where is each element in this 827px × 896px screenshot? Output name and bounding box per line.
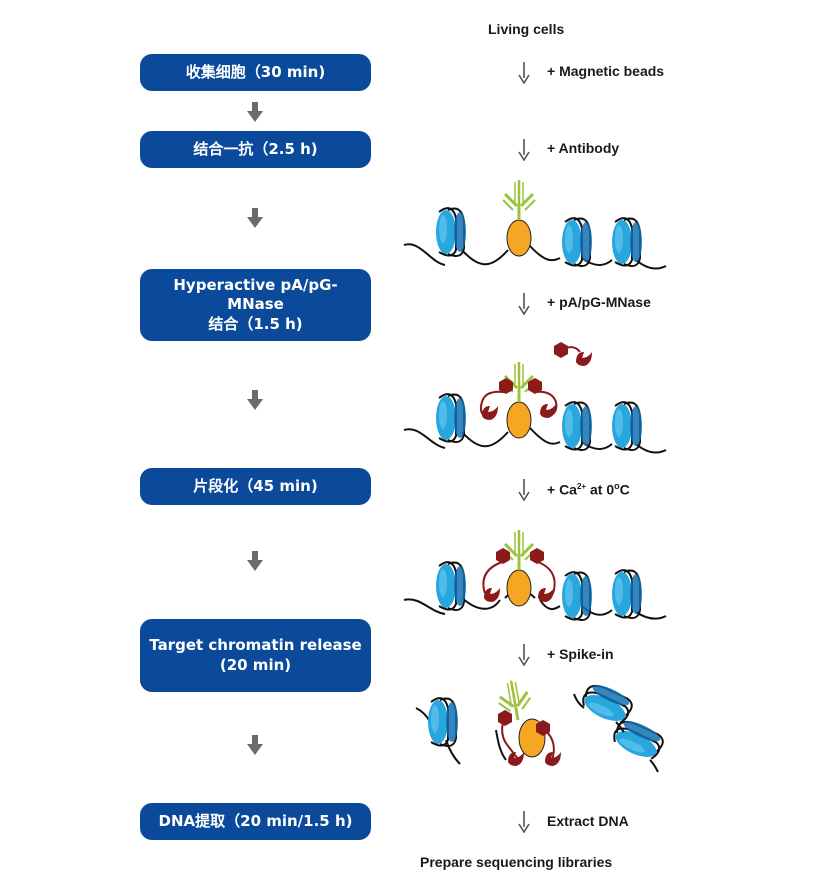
step-mnase-binding-line2: 结合（1.5 h) xyxy=(208,314,303,333)
thin-down-arrow-icon xyxy=(518,811,530,833)
panel-mnase-bound xyxy=(403,360,667,454)
step-dna-extraction: DNA提取（20 min/1.5 h) xyxy=(140,803,371,840)
living-cells-label: Living cells xyxy=(488,21,565,37)
down-arrow-icon xyxy=(247,390,263,410)
panel-fragmentation xyxy=(403,528,667,621)
step-chromatin-release: Target chromatin release (20 min) xyxy=(140,619,371,692)
down-arrow-icon xyxy=(247,208,263,228)
down-arrow-icon xyxy=(247,551,263,571)
calcium-label: + Ca2+ at 0oC xyxy=(547,481,630,498)
step-fragmentation-label: 片段化（45 min) xyxy=(193,476,318,495)
step-chromatin-release-line2: (20 min) xyxy=(219,655,292,674)
step-collect-cells: 收集细胞（30 min) xyxy=(140,54,371,91)
down-arrow-icon xyxy=(247,102,263,122)
thin-down-arrow-icon xyxy=(518,479,530,501)
free-mnase xyxy=(554,342,592,366)
step-dna-extraction-label: DNA提取（20 min/1.5 h) xyxy=(158,811,353,830)
calcium-mid: at 0 xyxy=(586,481,615,498)
thin-down-arrow-icon xyxy=(518,644,530,666)
antibody-label: + Antibody xyxy=(547,140,620,156)
step-primary-antibody: 结合一抗（2.5 h) xyxy=(140,131,371,168)
mnase-label: + pA/pG-MNase xyxy=(547,294,651,310)
thin-down-arrow-icon xyxy=(518,62,530,84)
prepare-libraries-label: Prepare sequencing libraries xyxy=(420,854,613,870)
calcium-charge: 2+ xyxy=(576,482,587,491)
thin-down-arrow-icon xyxy=(518,293,530,315)
step-mnase-binding-line1: Hyperactive pA/pG-MNase xyxy=(173,276,338,314)
thin-down-arrow-icon xyxy=(518,139,530,161)
magnetic-beads-label: + Magnetic beads xyxy=(547,63,665,79)
step-collect-cells-label: 收集细胞（30 min) xyxy=(185,62,326,81)
down-arrow-icon xyxy=(247,735,263,755)
degree-symbol: o xyxy=(614,481,620,491)
step-chromatin-release-line1: Target chromatin release xyxy=(149,636,362,655)
panel-released-fragments xyxy=(415,676,668,773)
calcium-prefix: + Ca xyxy=(547,481,577,498)
spike-in-label: + Spike-in xyxy=(547,646,614,662)
extract-dna-label: Extract DNA xyxy=(547,813,629,829)
step-mnase-binding: Hyperactive pA/pG-MNase 结合（1.5 h) xyxy=(140,269,371,341)
panel-antibody-bound xyxy=(403,178,667,270)
step-fragmentation: 片段化（45 min) xyxy=(140,468,371,505)
calcium-suffix: C xyxy=(619,481,630,498)
step-primary-antibody-label: 结合一抗（2.5 h) xyxy=(193,139,318,158)
